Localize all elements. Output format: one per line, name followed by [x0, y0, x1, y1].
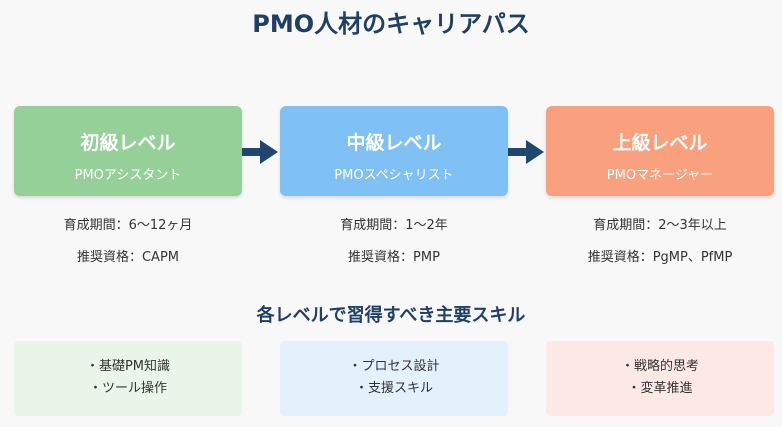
skill-item: ・戦略的思考 — [620, 359, 699, 374]
skills-box-intermediate: ・プロセス設計 ・支援スキル — [280, 341, 508, 416]
level-role: PMOアシスタント — [74, 168, 182, 183]
recommended-certification: 推奨資格：CAPM — [76, 250, 180, 265]
training-period: 育成期間：2〜3年以上 — [593, 218, 727, 233]
level-name: 初級レベル — [80, 132, 176, 154]
arrow-right-icon — [508, 140, 544, 164]
page-title: PMO人材のキャリアパス — [252, 10, 530, 38]
level-box-advanced: 上級レベル PMOマネージャー — [546, 106, 774, 196]
recommended-certification: 推奨資格：PgMP、PfMP — [587, 250, 733, 265]
level-box-beginner: 初級レベル PMOアシスタント — [14, 106, 242, 196]
level-name: 上級レベル — [612, 132, 708, 154]
skill-item: ・基礎PM知識 — [85, 359, 171, 374]
skill-item: ・支援スキル — [354, 381, 433, 396]
skill-item: ・ツール操作 — [88, 381, 167, 396]
recommended-certification: 推奨資格：PMP — [348, 250, 440, 265]
level-name: 中級レベル — [346, 132, 442, 154]
arrow-right-icon — [242, 140, 278, 164]
skill-item: ・プロセス設計 — [348, 359, 440, 374]
skills-box-advanced: ・戦略的思考 ・変革推進 — [546, 341, 774, 416]
skills-box-beginner: ・基礎PM知識 ・ツール操作 — [14, 341, 242, 416]
level-role: PMOマネージャー — [606, 168, 714, 183]
training-period: 育成期間：1〜2年 — [340, 218, 448, 233]
level-box-intermediate: 中級レベル PMOスペシャリスト — [280, 106, 508, 196]
skills-heading: 各レベルで習得すべき主要スキル — [256, 305, 526, 326]
skill-item: ・変革推進 — [627, 381, 693, 396]
level-role: PMOスペシャリスト — [334, 168, 454, 183]
training-period: 育成期間：6〜12ヶ月 — [63, 218, 193, 233]
